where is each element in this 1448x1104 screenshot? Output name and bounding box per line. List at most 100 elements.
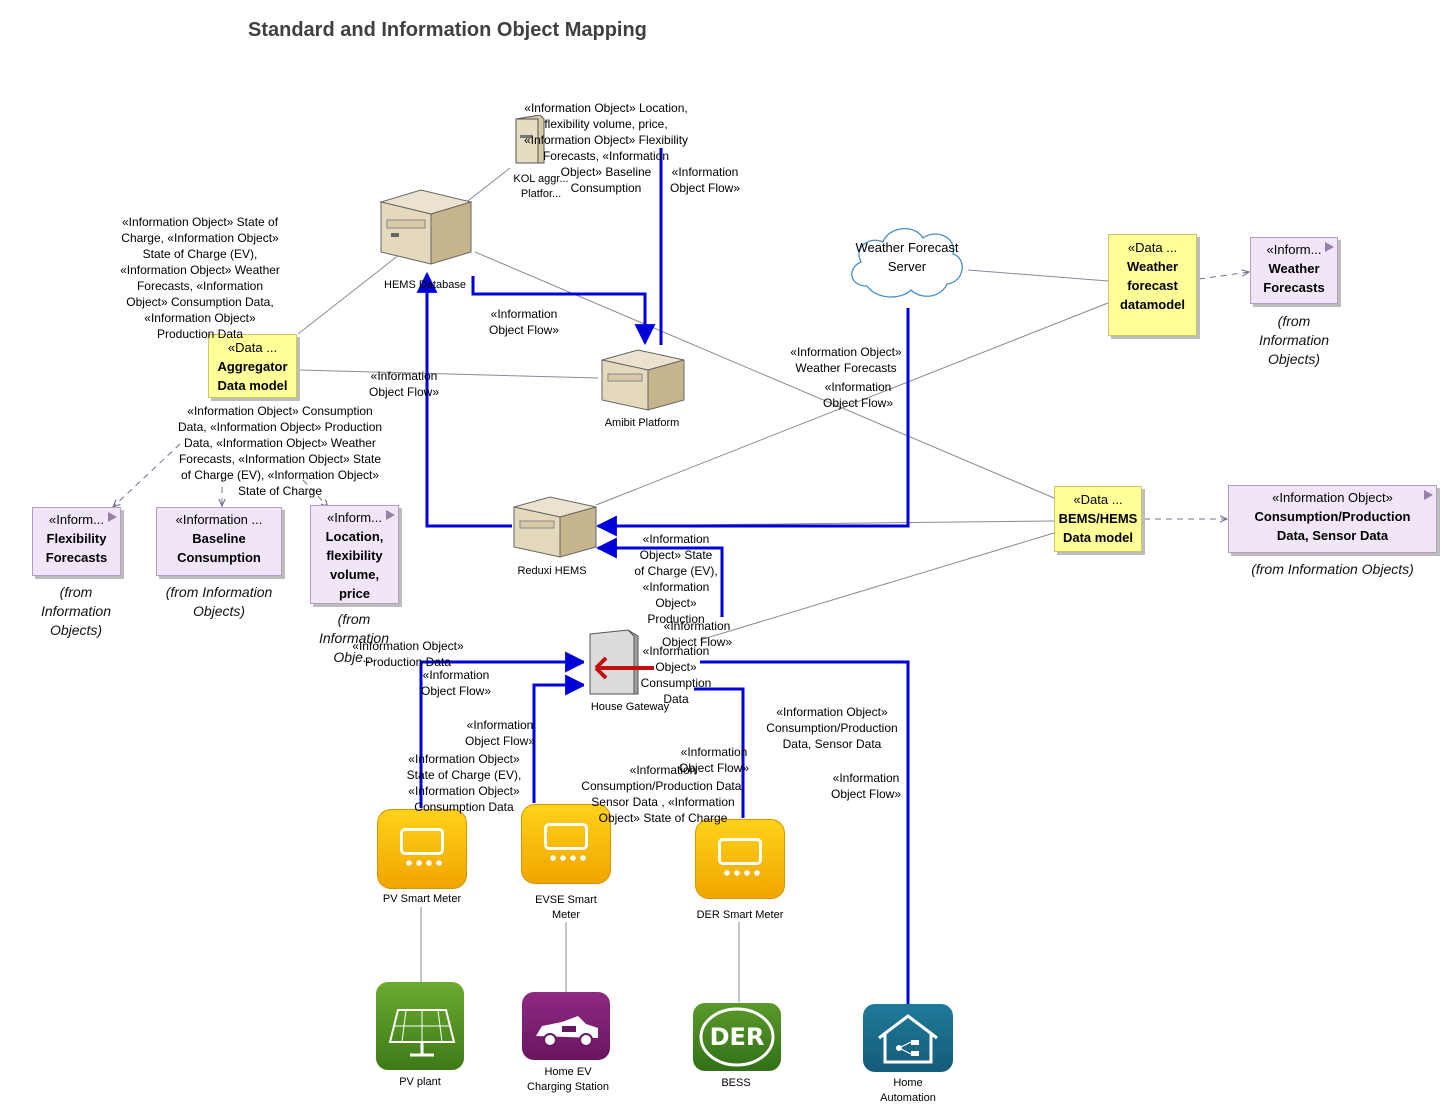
evse-flow-label: «Information Object Flow»: [464, 718, 536, 748]
bess-icon[interactable]: DER: [693, 1003, 781, 1071]
flow-home-gw: [700, 660, 910, 1004]
reduxi-hems-icon[interactable]: [510, 495, 600, 559]
class-consumption-stereotype: «Information Object»: [1272, 490, 1393, 505]
electric-car-icon: [536, 1016, 598, 1047]
class-weather-name: Weather Forecasts: [1263, 261, 1325, 295]
pv-smart-meter-icon[interactable]: [377, 809, 467, 889]
class-baseline-name: Baseline Consumption: [177, 531, 261, 565]
der-badge-icon: [699, 1007, 775, 1067]
diagram-title: Standard and Information Object Mapping: [248, 19, 647, 41]
house-gateway-icon[interactable]: [584, 628, 694, 698]
bems-note-name: BEMS/HEMS Data model: [1058, 511, 1138, 545]
class-flexibility-forecasts[interactable]: «Inform... Flexibility Forecasts: [32, 507, 121, 576]
ev-station-icon[interactable]: [522, 992, 610, 1060]
gateway-reduxi-objects-label: «Information Object» State of Charge (EV…: [634, 532, 718, 624]
flow-evse-gw: [532, 674, 587, 803]
assoc-bems-gateway: [699, 532, 1055, 641]
flow-pv-gw: [419, 651, 587, 808]
pv-plant-icon[interactable]: [376, 982, 464, 1070]
weather-cloud-icon[interactable]: [845, 220, 967, 302]
bess-label: BESS: [721, 1077, 751, 1089]
evse-objects-label: «Information Object» State of Charge (EV…: [406, 752, 522, 814]
house-gateway-label: House Gateway: [590, 701, 670, 713]
class-consumption-name: Consumption/Production Data, Sensor Data: [1254, 509, 1411, 543]
reduxi-hems-label: Reduxi HEMS: [517, 565, 587, 577]
class-flexibility-name: Flexibility Forecasts: [45, 531, 108, 565]
evse-smart-meter-label: EVSE Smart Meter: [535, 894, 597, 921]
der-smart-meter-icon[interactable]: [695, 819, 785, 899]
class-marker-icon: [386, 510, 395, 520]
class-weather-from: (from Information Objects): [1258, 313, 1330, 367]
weather-objects-label: «Information Object» Weather Forecasts: [790, 345, 902, 375]
class-location-name: Location, flexibility volume, price: [325, 529, 384, 601]
assoc-aggregator-amibit: [299, 369, 599, 379]
class-baseline-consumption[interactable]: «Information ... Baseline Consumption: [156, 507, 282, 576]
pv-plant-label: PV plant: [399, 1076, 441, 1088]
class-baseline-stereotype: «Information ...: [175, 512, 263, 527]
gateway-consumption-label: «Information Object» Consumption Data: [640, 644, 712, 706]
kol-server-icon[interactable]: [510, 115, 546, 165]
aggregator-objects-label: «Information Object» Consumption Data, «…: [177, 404, 383, 498]
flow-gw-reduxi: [595, 537, 724, 617]
aggregator-note-name: Aggregator Data model: [217, 359, 288, 393]
bems-data-model-note[interactable]: «Data ... BEMS/HEMS Data model: [1054, 486, 1142, 552]
weather-note-stereotype: «Data ...: [1127, 240, 1178, 255]
assoc-weather-note-reduxi: [595, 302, 1109, 506]
kol-label: KOL aggr... Platfor...: [513, 173, 569, 200]
gateway-reduxi-flow-label: «Information Object Flow»: [661, 619, 733, 649]
weather-server-label: Weather Forecast Server: [855, 240, 959, 274]
home-automation-icon[interactable]: [863, 1004, 953, 1072]
pv-smart-meter-label: PV Smart Meter: [382, 893, 462, 905]
amibit-platform-label: Amibit Platform: [604, 417, 680, 429]
class-location-flexibility[interactable]: «Inform... Location, flexibility volume,…: [310, 505, 399, 604]
flow-der-gw: [693, 687, 745, 818]
flow-reduxi-db: [416, 271, 512, 528]
aggregator-note-stereotype: «Data ...: [227, 340, 278, 355]
kol-flow-label: «Information Object Flow»: [669, 165, 741, 195]
class-weather-forecasts[interactable]: «Inform... Weather Forecasts: [1250, 237, 1338, 304]
class-consumption-production[interactable]: «Information Object» Consumption/Product…: [1228, 485, 1437, 553]
assoc-weather-server-note: [967, 269, 1109, 282]
aggregator-data-model-note[interactable]: «Data ... Aggregator Data model: [208, 334, 297, 398]
class-flexibility-stereotype: «Inform...: [49, 512, 104, 527]
der-smart-meter-label: DER Smart Meter: [696, 909, 784, 921]
amibit-platform-icon[interactable]: [598, 348, 688, 412]
ev-station-label: Home EV Charging Station: [527, 1066, 609, 1093]
flow-db-amibit: [471, 276, 656, 346]
class-marker-icon: [108, 512, 117, 522]
flow-weather-reduxi: [595, 308, 910, 537]
db-amibit-flow-label: «Information Object Flow»: [488, 307, 560, 337]
home-automation-label: Home Automation: [880, 1077, 936, 1104]
class-marker-icon: [1424, 490, 1433, 500]
class-location-from: (from Information Obje...: [318, 611, 390, 665]
house-network-icon: [878, 1014, 938, 1064]
class-location-stereotype: «Inform...: [327, 510, 382, 525]
aggregator-flow-label: «Information Object Flow»: [368, 369, 440, 399]
weather-data-model-note[interactable]: «Data ... Weather forecast datamodel: [1108, 234, 1197, 336]
bems-note-stereotype: «Data ...: [1073, 492, 1123, 507]
solar-panel-icon: [388, 1009, 456, 1057]
class-baseline-from: (from Information Objects): [165, 584, 273, 619]
hems-database-label: HEMS Database: [384, 279, 466, 291]
home-flow-label: «Information Object Flow»: [830, 771, 902, 801]
assoc-db-bems: [474, 251, 1055, 499]
class-flexibility-from: (from Information Objects): [40, 584, 112, 638]
der-flow-label: «Information Object Flow»: [678, 745, 750, 775]
realize-weather: [1198, 272, 1249, 280]
class-weather-stereotype: «Inform...: [1266, 242, 1322, 257]
home-objects-label: «Information Object» Consumption/Product…: [766, 705, 898, 751]
db-objects-label: «Information Object» State of Charge, «I…: [120, 215, 280, 341]
der-objects-label: «Information Consumption/Production Data…: [581, 763, 745, 825]
pv-flow-label: «Information Object Flow»: [420, 668, 492, 698]
weather-note-name: Weather forecast datamodel: [1119, 259, 1185, 312]
realize-flexibility: [113, 443, 181, 507]
kol-objects-label: «Information Object» Location, flexibili…: [523, 101, 689, 195]
class-marker-icon: [1325, 242, 1334, 252]
class-consumption-from: (from Information Objects): [1251, 561, 1414, 577]
weather-flow-label: «Information Object Flow»: [822, 380, 894, 410]
evse-smart-meter-icon[interactable]: [521, 804, 611, 884]
pv-objects-label: «Information Object» Production Data: [352, 639, 464, 669]
hems-database-icon[interactable]: [377, 188, 475, 266]
